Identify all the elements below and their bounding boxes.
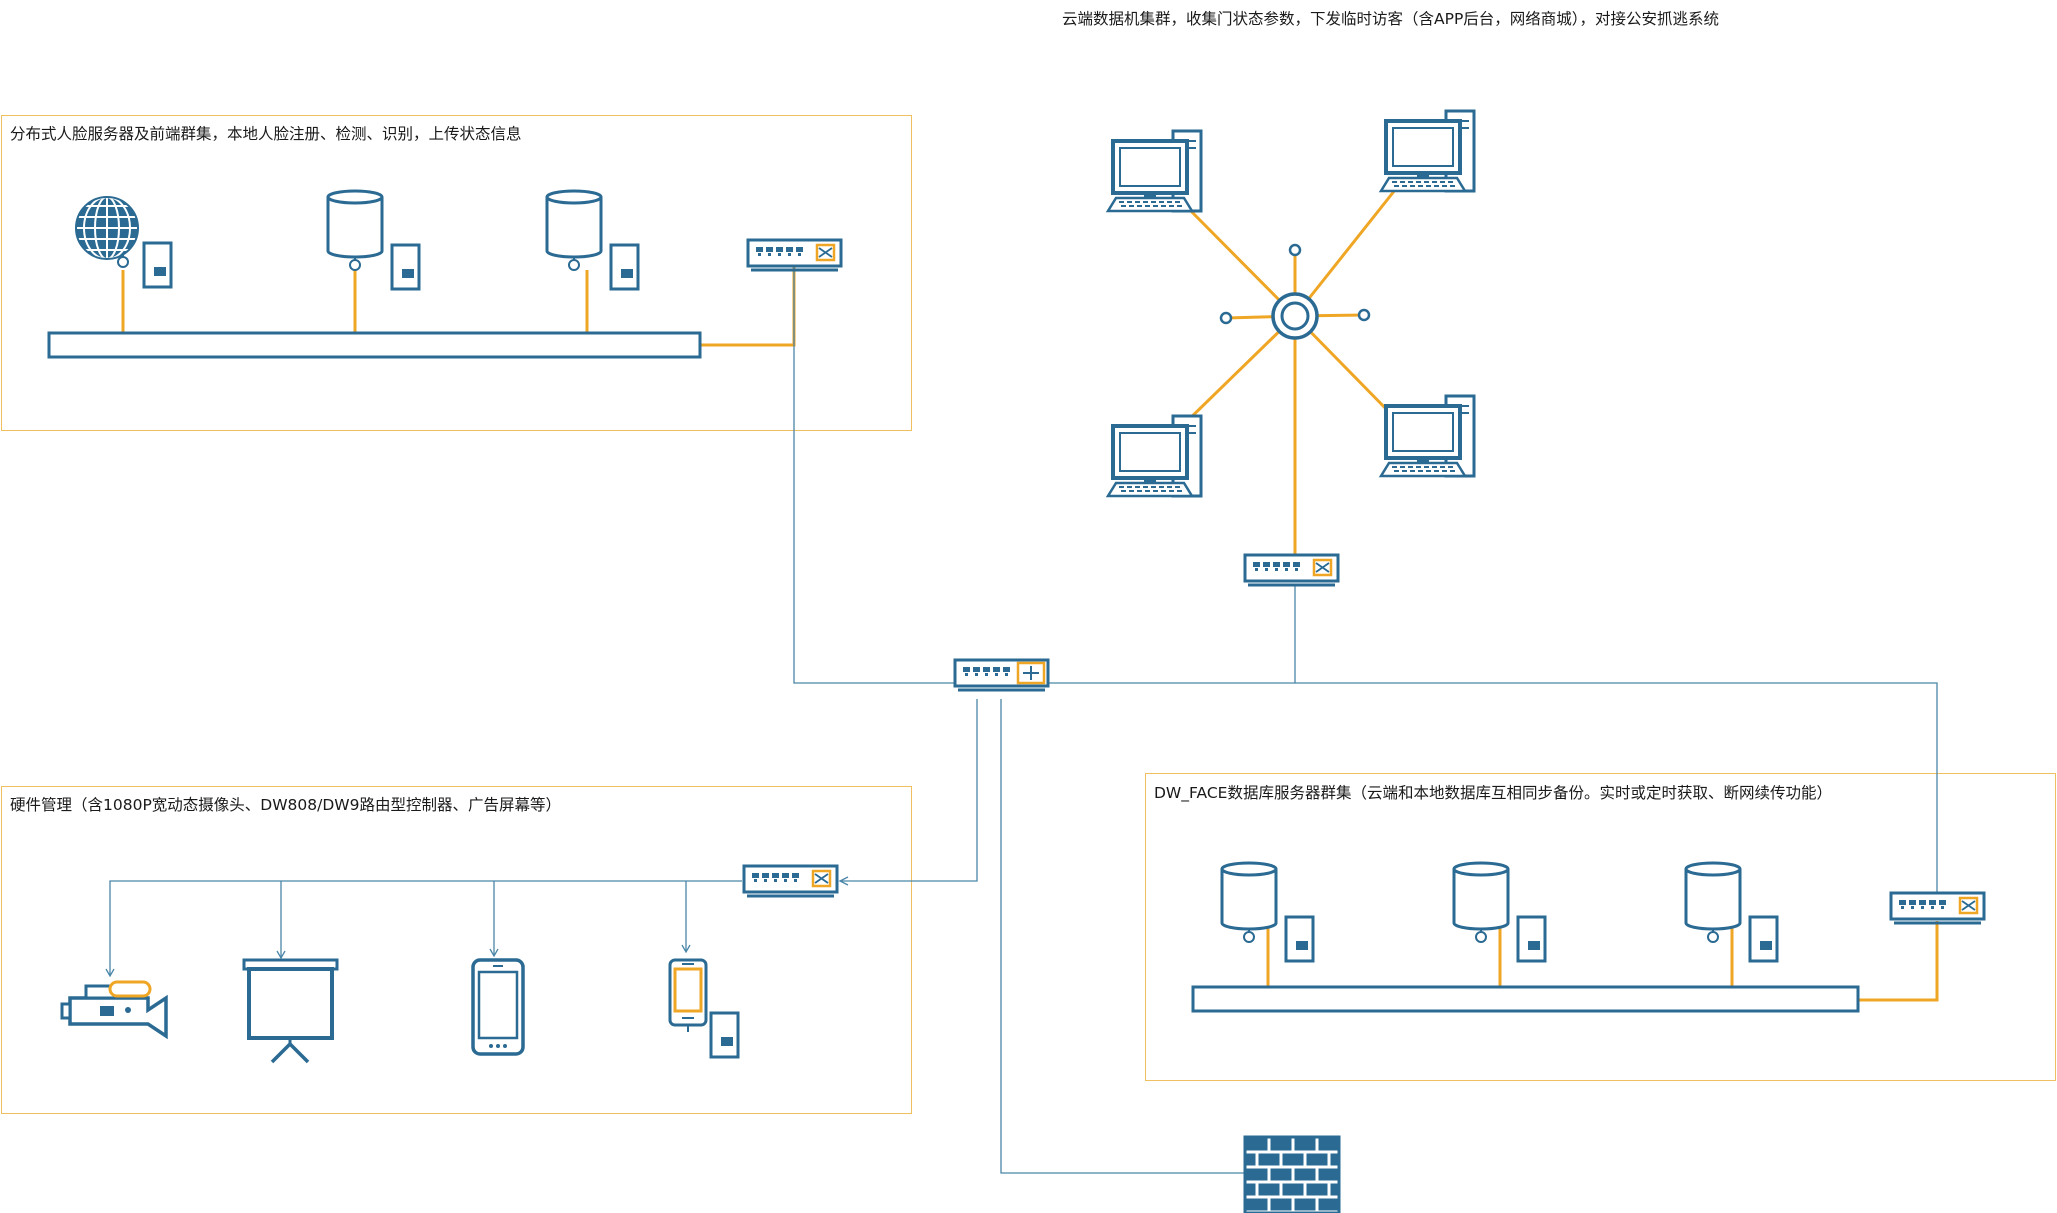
face-server-group [1, 115, 912, 431]
database-group [1145, 773, 2056, 1081]
face-server-group-title: 分布式人脸服务器及前端群集，本地人脸注册、检测、识别，上传状态信息 [10, 125, 522, 143]
hw-distribution-bus [109, 880, 742, 976]
hardware-group [1, 786, 912, 1114]
hw-switch-icon [742, 864, 839, 898]
db-group-switch-icon [1889, 891, 1986, 925]
face-db-server-2-icon [545, 189, 640, 291]
database-server-bus [1191, 985, 1860, 1013]
core-to-cloud-switch-link [1048, 586, 1296, 684]
arrowhead-3 [681, 944, 691, 954]
devices-layer [47, 109, 1986, 1213]
arrowhead-2 [489, 948, 499, 958]
hub-pc-4-link [1293, 314, 1397, 420]
hub-stub-node-0 [1288, 243, 1302, 257]
arrowhead-1 [276, 950, 286, 960]
cloud-pc-2-icon [1378, 109, 1476, 193]
db-server-3-icon [1684, 861, 1779, 963]
cloud-pc-3-icon [1105, 414, 1203, 498]
db-server-2-icon [1452, 861, 1547, 963]
db-server-1-icon [1220, 861, 1315, 963]
db-bus-switch-link [1858, 921, 1939, 1002]
camera-icon [60, 980, 168, 1040]
smartphone-icon [471, 958, 525, 1056]
handheld-terminal-icon [668, 958, 740, 1059]
arrowhead-hw-switch [838, 876, 849, 886]
arrowhead-0 [105, 968, 115, 978]
hub-pc-1-link [1178, 198, 1297, 318]
cloud-pc-4-icon [1378, 394, 1476, 478]
hub-stub-node-1 [1219, 311, 1233, 325]
core-to-firewall-link [1000, 699, 1245, 1174]
cloud-cluster-caption: 云端数据机集群，收集门状态参数，下发临时访客（含APP后台，网络商城），对接公安… [1062, 10, 1720, 28]
firewall-icon [1243, 1135, 1341, 1213]
web-server-globe-icon [75, 196, 173, 289]
core-to-hw-switch-link [840, 699, 978, 882]
projection-screen-icon [242, 958, 339, 1064]
core-router-icon [953, 658, 1050, 692]
hardware-group-title: 硬件管理（含1080P宽动态摄像头、DW808/DW9路由型控制器、广告屏幕等） [10, 796, 561, 814]
face-group-switch-icon [746, 238, 843, 272]
face-db-server-1-icon [326, 189, 421, 291]
face-switch-to-core-link [793, 256, 955, 684]
cloud-switch-icon [1243, 553, 1340, 587]
hub-stub-node-2 [1357, 308, 1371, 322]
cloud-hub-icon [1219, 243, 1371, 340]
core-to-db-switch-link [1295, 682, 1938, 893]
face-server-bus [47, 331, 702, 359]
database-group-title: DW_FACE数据库服务器群集（云端和本地数据库互相同步备份。实时或定时获取、断… [1154, 784, 1832, 802]
hub-pc-2-link [1293, 189, 1397, 317]
hub-pc-3-link [1178, 314, 1297, 430]
cloud-pc-1-icon [1105, 129, 1203, 213]
